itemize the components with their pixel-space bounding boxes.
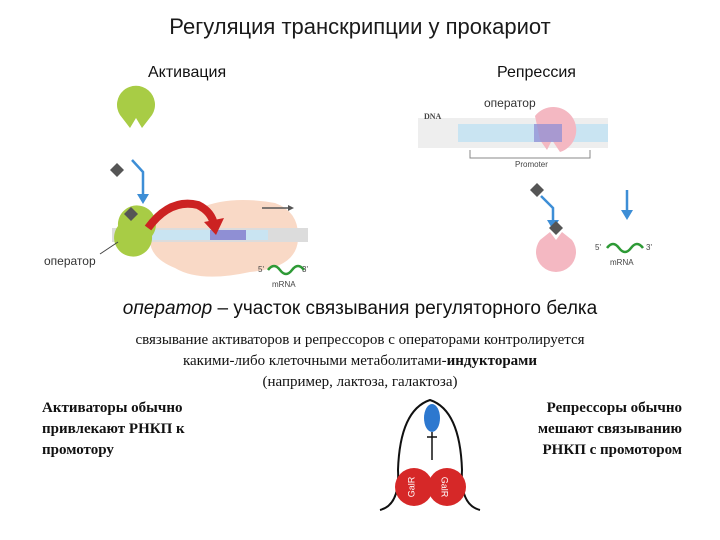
explanation-line-3: (например, лактоза, галактоза) [262, 374, 458, 390]
repression-mrna [606, 242, 644, 254]
inducers-term: индукторами [446, 353, 538, 369]
activators-note-line-3: промотору [42, 442, 114, 458]
galr-right-label: GalR [439, 476, 450, 498]
activator-protein [117, 85, 155, 128]
operator-site [210, 230, 246, 240]
repression-inducer [530, 183, 544, 197]
repressors-note-line-3: РНКП с промотором [542, 442, 683, 458]
inducer-molecule [110, 163, 124, 177]
activators-note: Активаторы обычно привлекают РНКП к пром… [42, 398, 185, 461]
galr-left [395, 468, 433, 506]
activation-five-prime: 5' [258, 265, 264, 274]
repression-heading: Репрессия [497, 64, 576, 81]
repression-dna-label: DNA [424, 112, 442, 121]
galr-right [428, 468, 466, 506]
activation-mrna-label: mRNA [272, 280, 296, 289]
explanation-line-1: связывание активаторов и репрессоров с о… [135, 332, 585, 348]
explanation-line-2-start: какими-либо клеточными метаболитами- [182, 353, 447, 369]
repression-mrna-label: mRNA [610, 258, 634, 267]
definition-text: – участок связывания регуляторного белка [212, 298, 598, 319]
galr-left-label: GalR [406, 476, 417, 498]
activators-note-line-2: привлекают РНКП к [42, 421, 185, 437]
binding-arrow [131, 159, 145, 196]
repression-inducer-arrow [540, 195, 555, 222]
operator-definition: оператор – участок связывания регуляторн… [0, 298, 720, 320]
activation-mrna [267, 264, 305, 276]
activators-note-line-1: Активаторы обычно [42, 400, 183, 416]
repression-operator-label: оператор [484, 96, 536, 110]
released-repressor [535, 232, 576, 272]
repression-promoter-label: Promoter [515, 160, 548, 169]
repression-five-prime: 5' [595, 243, 601, 252]
repressors-note: Репрессоры обычно мешают связыванию РНКП… [538, 398, 682, 461]
repression-three-prime: 3' [646, 243, 652, 252]
bound-activator [114, 205, 156, 257]
repressors-note-line-2: мешают связыванию [537, 421, 682, 437]
repressors-note-line-1: Репрессоры обычно [546, 400, 682, 416]
definition-term: оператор [122, 298, 213, 319]
activation-heading: Активация [148, 64, 227, 81]
page-title: Регуляция транскрипции у прокариот [169, 14, 551, 39]
promoter-bracket [469, 150, 591, 159]
recruitment-arrow [144, 199, 218, 231]
activation-operator-label: оператор [44, 254, 96, 268]
inducer-protein [424, 404, 440, 432]
activation-three-prime: 3' [302, 265, 308, 274]
explanation-line-2: какими-либо клеточными метаболитами-инду… [40, 351, 680, 372]
repression-operator-site [534, 124, 562, 142]
